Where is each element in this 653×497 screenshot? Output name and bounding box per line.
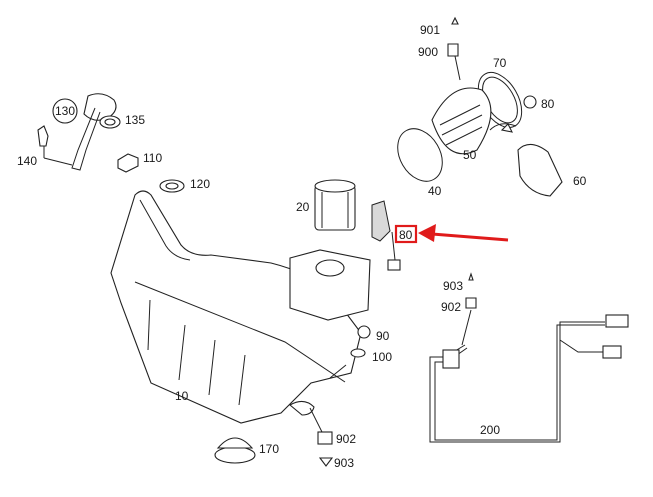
part-50-flange	[431, 87, 492, 155]
part-200-wiring-harness	[429, 272, 629, 443]
part-900-connector	[447, 43, 459, 57]
label-60: 60	[573, 174, 587, 188]
part-10-fuel-tank	[110, 190, 362, 424]
label-902-lower: 902	[336, 432, 356, 446]
bottom-connector	[309, 407, 334, 467]
part-40-seal-ring	[397, 128, 443, 182]
label-100: 100	[372, 350, 392, 364]
label-40: 40	[428, 184, 442, 198]
highlight-callout	[394, 224, 509, 244]
part-20-pump-module	[289, 179, 371, 321]
label-903-lower: 903	[334, 456, 354, 470]
part-60-cover	[517, 143, 563, 197]
label-10: 10	[175, 389, 189, 403]
label-903-upper: 903	[443, 279, 463, 293]
part-903-pin	[468, 272, 474, 281]
label-110: 110	[143, 151, 162, 165]
part-80-level-sender	[371, 200, 401, 271]
label-50: 50	[463, 148, 477, 162]
part-110-bracket	[117, 153, 139, 173]
part-170-cap	[214, 437, 256, 464]
label-20: 20	[296, 200, 310, 214]
part-120-seal	[159, 179, 185, 193]
part-902-connector	[465, 297, 477, 309]
part-80-nut	[523, 95, 537, 109]
label-200: 200	[480, 423, 500, 437]
part-901-pin	[451, 16, 459, 25]
part-130-callout-circle	[52, 98, 78, 124]
label-900: 900	[418, 45, 438, 59]
label-70: 70	[493, 56, 507, 70]
highlight-box	[394, 224, 418, 244]
label-170: 170	[259, 442, 279, 456]
label-140: 140	[17, 154, 37, 168]
label-80-highlight: 80	[399, 228, 413, 242]
pump-flange-assembly	[397, 16, 563, 197]
part-100-clip	[350, 348, 366, 358]
highlight-arrow-shaft	[431, 232, 509, 242]
filler-cap-assembly	[37, 93, 121, 171]
part-90-nut	[357, 325, 371, 339]
highlight-arrow-head	[418, 224, 436, 242]
label-135: 135	[125, 113, 145, 127]
label-90: 90	[376, 329, 390, 343]
label-80: 80	[541, 97, 555, 111]
label-902-upper: 902	[441, 300, 461, 314]
label-120: 120	[190, 177, 210, 191]
label-901: 901	[420, 23, 440, 37]
label-130: 130	[55, 104, 75, 118]
